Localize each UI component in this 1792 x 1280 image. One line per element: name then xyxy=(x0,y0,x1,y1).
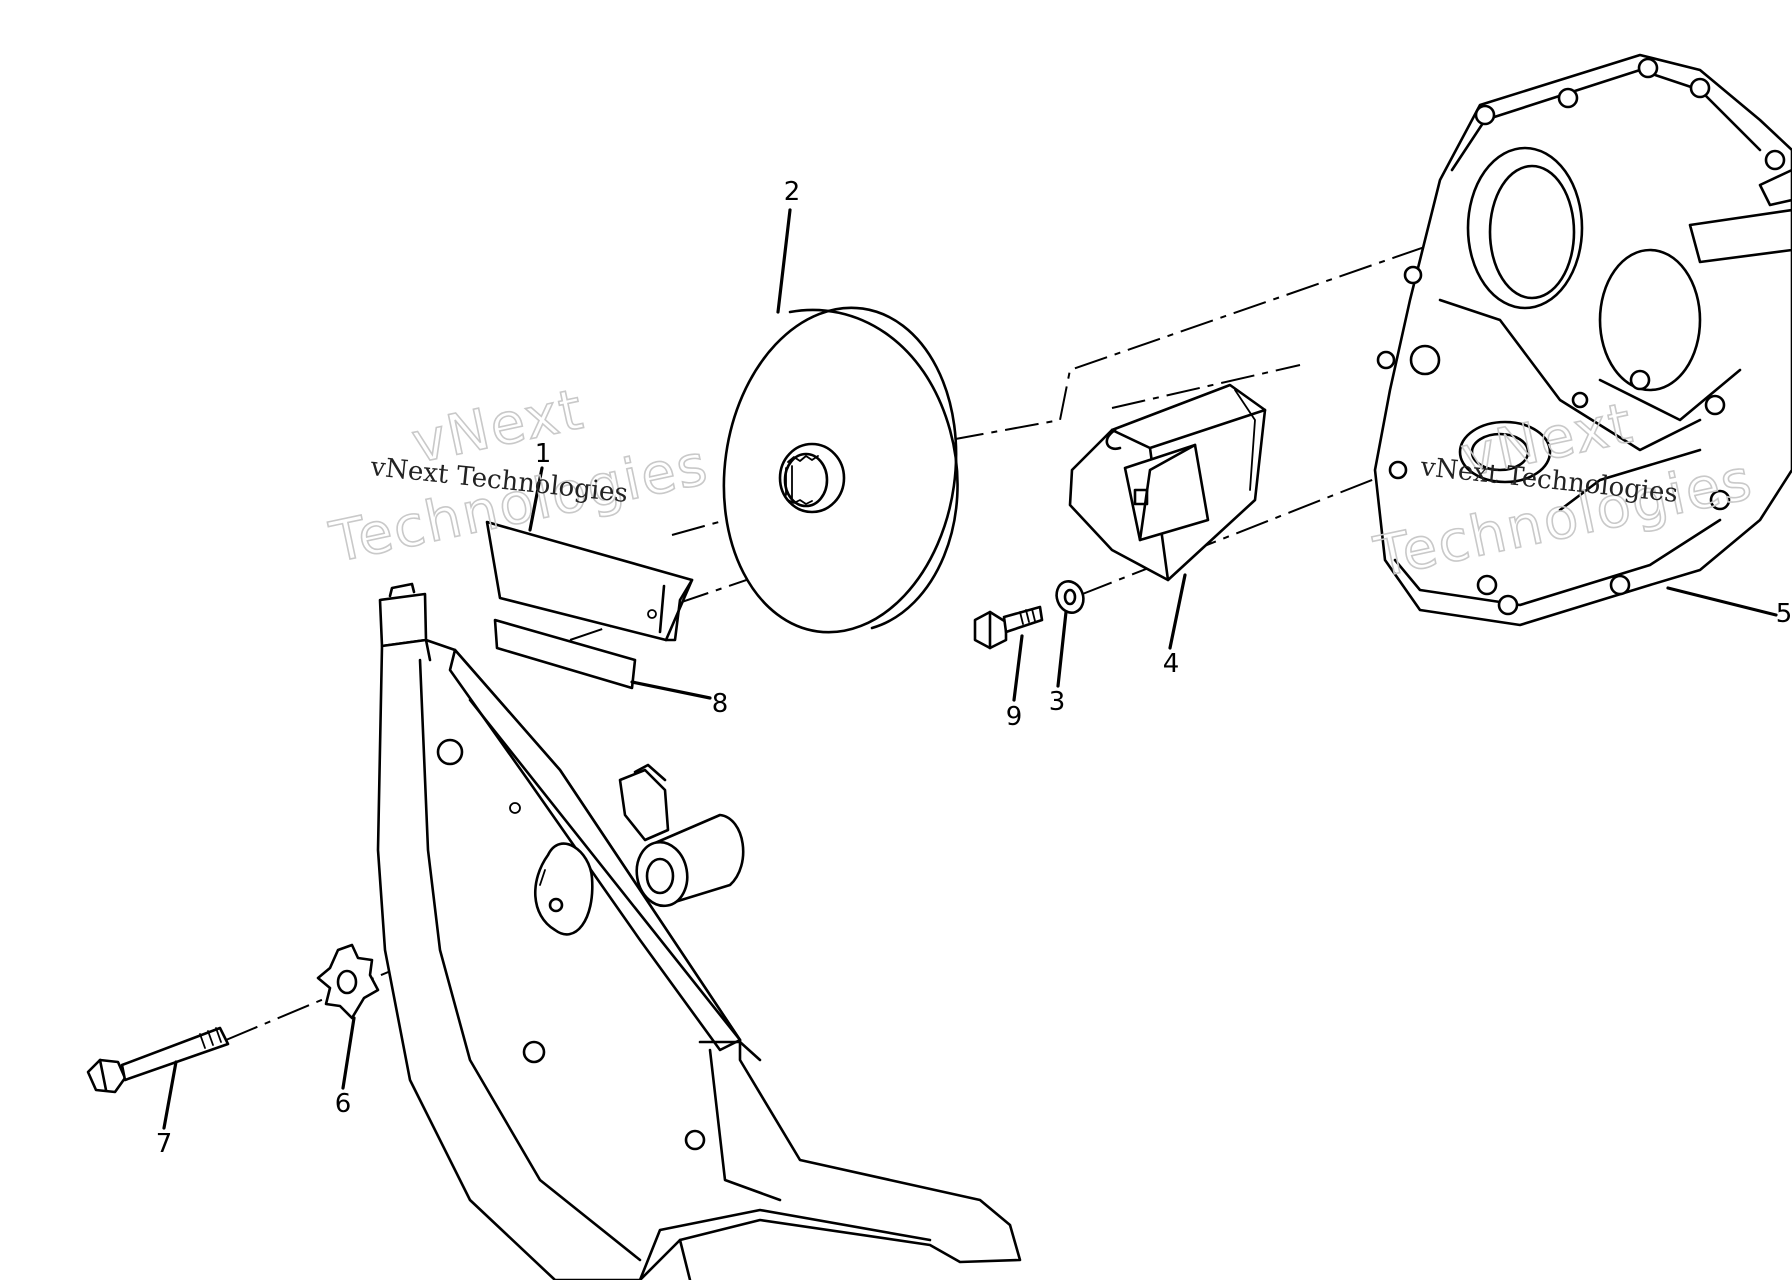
leader-lines xyxy=(162,208,1778,1130)
bushing xyxy=(618,763,745,908)
star-washer xyxy=(316,943,380,1020)
callout-9: 9 xyxy=(1006,702,1023,732)
callout-3: 3 xyxy=(1049,687,1066,717)
callout-5: 5 xyxy=(1776,599,1792,629)
cap-screw xyxy=(973,605,1044,650)
callout-4: 4 xyxy=(1163,649,1180,679)
cover-bolt-bosses xyxy=(1376,57,1786,616)
bracket xyxy=(485,520,694,642)
drive-disc xyxy=(722,306,959,634)
long-bolt xyxy=(86,1026,230,1094)
disc-hub xyxy=(778,442,846,514)
callout-2: 2 xyxy=(784,177,801,207)
washer xyxy=(1055,580,1085,614)
gearcase-cover xyxy=(1373,53,1792,627)
chassis-frame xyxy=(376,582,1022,1280)
callout-8: 8 xyxy=(712,689,729,719)
callout-labels: 1 2 3 4 5 6 7 8 9 xyxy=(156,177,1792,1159)
callout-6: 6 xyxy=(335,1089,352,1119)
callout-1: 1 xyxy=(535,439,552,469)
mounting-block xyxy=(1068,383,1267,582)
callout-7: 7 xyxy=(156,1129,173,1159)
spacer-strip xyxy=(493,618,637,690)
